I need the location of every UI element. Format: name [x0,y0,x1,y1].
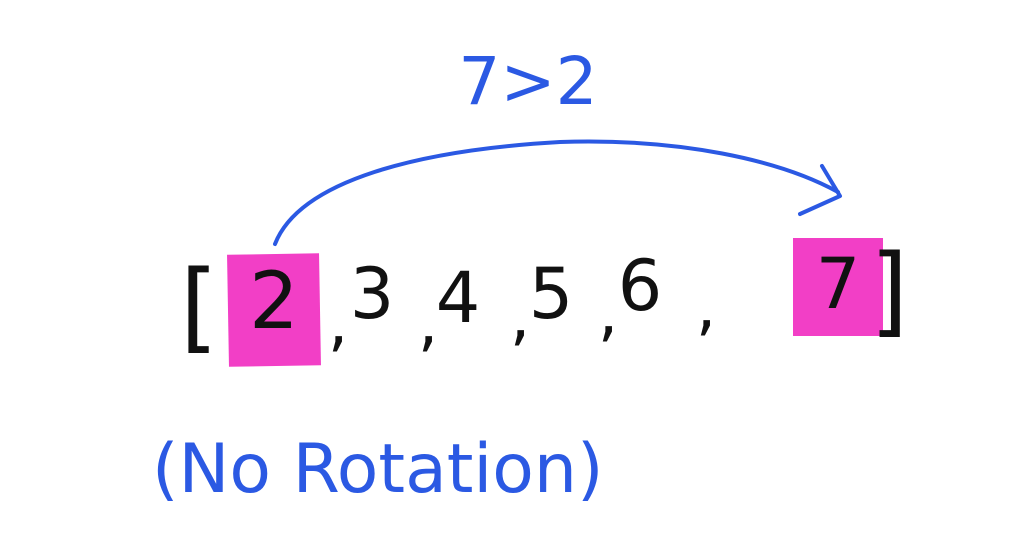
array-separator: , [510,280,530,354]
comparison-arc [273,139,840,246]
array-element-5: 5 [529,253,574,335]
array-element-6: 6 [618,245,663,327]
array-element-4: 4 [436,257,481,339]
arrow-head-icon [798,164,842,216]
array-element-7: 7 [816,243,861,325]
condition-label: 7>2 [458,43,597,120]
array-element-3: 3 [350,253,395,335]
array-open-bracket: [ [180,250,218,364]
array-separator: , [696,270,716,344]
array-separator: , [328,286,348,360]
array-element-2: 2 [249,257,299,347]
highlight-first-element [227,253,321,367]
array-separator: , [418,286,438,360]
caption-label: (No Rotation) [152,430,604,509]
array-close-bracket: ] [870,234,908,348]
highlight-last-element [793,238,883,336]
array-elements: 2,3,4,5,6,7 [249,243,860,360]
array-separator: , [598,276,618,350]
